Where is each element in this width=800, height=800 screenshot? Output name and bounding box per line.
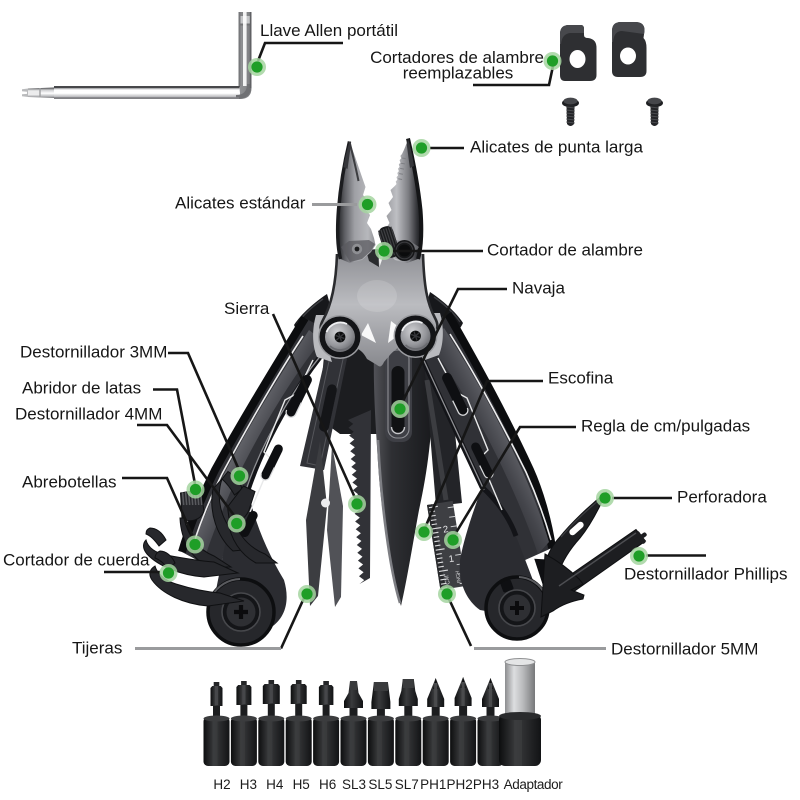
svg-text:H2: H2 [213, 777, 230, 792]
svg-text:Abridor de latas: Abridor de latas [22, 379, 141, 398]
svg-text:H3: H3 [240, 777, 257, 792]
svg-text:SL3: SL3 [342, 777, 366, 792]
svg-text:Llave Allen portátil: Llave Allen portátil [260, 21, 398, 40]
svg-text:1: 1 [448, 553, 455, 565]
svg-text:Tijeras: Tijeras [72, 639, 122, 658]
svg-text:Destornillador Phillips: Destornillador Phillips [624, 565, 787, 584]
svg-text:Adaptador: Adaptador [504, 777, 564, 792]
svg-text:2: 2 [442, 524, 449, 536]
svg-text:Perforadora: Perforadora [677, 488, 767, 507]
svg-text:H5: H5 [293, 777, 310, 792]
svg-text:SL7: SL7 [395, 777, 419, 792]
svg-text:H4: H4 [266, 777, 284, 792]
svg-text:Alicates de punta larga: Alicates de punta larga [470, 138, 643, 157]
svg-text:INCH: INCH [455, 570, 463, 583]
svg-text:Destornillador 3MM: Destornillador 3MM [20, 343, 167, 362]
svg-text:reemplazables: reemplazables [403, 64, 514, 83]
svg-text:CM: CM [444, 575, 451, 585]
svg-text:SL5: SL5 [368, 777, 392, 792]
svg-text:Regla de cm/pulgadas: Regla de cm/pulgadas [581, 417, 750, 436]
svg-text:PH1: PH1 [420, 777, 446, 792]
svg-text:Cortadores de alambre: Cortadores de alambre [370, 48, 544, 67]
svg-text:PH3: PH3 [473, 777, 499, 792]
svg-text:Destornillador 5MM: Destornillador 5MM [611, 640, 758, 659]
svg-text:Sierra: Sierra [224, 299, 270, 318]
svg-text:Escofina: Escofina [548, 369, 614, 388]
svg-text:Abrebotellas: Abrebotellas [22, 473, 117, 492]
svg-text:Destornillador 4MM: Destornillador 4MM [15, 405, 162, 424]
svg-text:H6: H6 [319, 777, 336, 792]
svg-text:Cortador de alambre: Cortador de alambre [487, 241, 643, 260]
svg-text:Navaja: Navaja [512, 279, 565, 298]
svg-text:Alicates estándar: Alicates estándar [175, 194, 306, 213]
svg-text:PH2: PH2 [446, 777, 472, 792]
svg-text:Cortador de cuerda: Cortador de cuerda [3, 551, 150, 570]
